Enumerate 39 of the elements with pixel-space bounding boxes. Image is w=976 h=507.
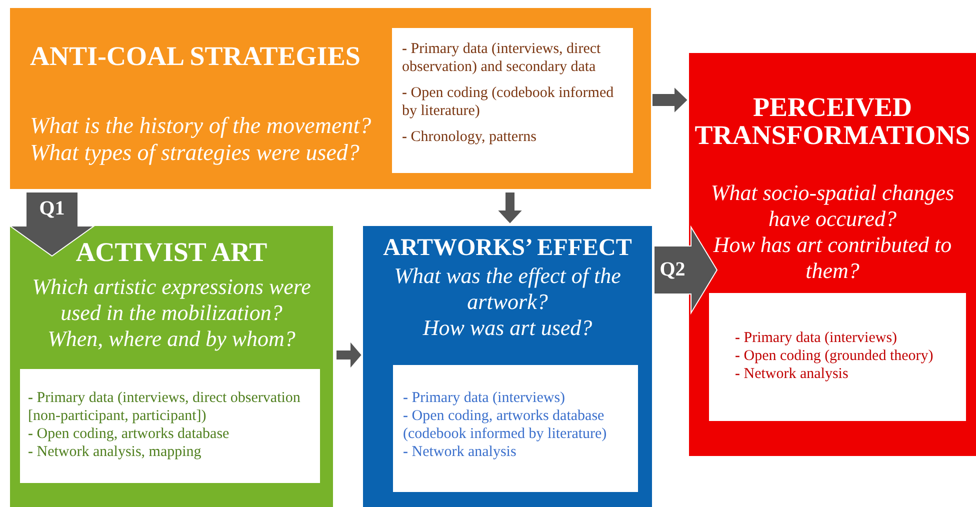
methods-box bbox=[393, 365, 638, 492]
edge-label: Q1 bbox=[39, 198, 65, 220]
method-item: - Open coding, artworks database (codebook informed by literature) bbox=[403, 407, 608, 443]
panel-title: ANTI-COAL STRATEGIES bbox=[30, 42, 360, 70]
research-question: How has art contributed to them? bbox=[712, 232, 953, 284]
block-arrow bbox=[496, 192, 524, 225]
method-item: - Primary data (interviews) bbox=[403, 389, 566, 407]
method-item: - Network analysis bbox=[403, 443, 518, 461]
method-item: - Primary data (interviews, direct observation) and secondary data bbox=[402, 40, 602, 76]
method-item: - Chronology, patterns bbox=[402, 128, 538, 146]
colored-panel bbox=[363, 226, 652, 507]
methods-box bbox=[392, 28, 633, 173]
panel-title: ACTIVIST ART bbox=[76, 238, 268, 266]
method-item: - Network analysis, mapping bbox=[28, 443, 202, 461]
colored-panel bbox=[10, 8, 651, 189]
method-item: - Network analysis bbox=[735, 365, 850, 383]
method-item: - Open coding (codebook informed by literature) bbox=[402, 84, 615, 120]
methods-box bbox=[20, 369, 320, 483]
panel-title: PERCEIVED TRANSFORMATIONS bbox=[694, 93, 972, 150]
panel-title: ARTWORKS’ EFFECT bbox=[383, 236, 632, 262]
methods-box bbox=[709, 293, 966, 421]
edge-label: Q2 bbox=[660, 258, 686, 282]
method-item: - Open coding (grounded theory) bbox=[735, 347, 934, 365]
block-arrow bbox=[652, 85, 689, 115]
method-item: - Open coding, artworks database bbox=[28, 425, 230, 443]
research-question: What was the effect of the artwork? bbox=[393, 263, 622, 316]
research-question: What is the history of the movement? bbox=[30, 112, 372, 140]
method-item: - Primary data (interviews) bbox=[735, 329, 898, 347]
block-arrow bbox=[336, 340, 363, 370]
research-question: When, where and by whom? bbox=[48, 326, 296, 352]
block-arrow bbox=[654, 225, 718, 315]
research-question: What socio-spatial changes have occured? bbox=[710, 180, 956, 232]
block-arrow bbox=[8, 192, 96, 257]
research-question: How was art used? bbox=[422, 315, 592, 342]
colored-panel bbox=[10, 226, 333, 507]
research-question: What types of strategies were used? bbox=[30, 139, 360, 167]
method-item: - Primary data (interviews, direct observation [non-participant, participant]) bbox=[28, 389, 302, 425]
research-question: Which artistic expressions were used in the mobilization? bbox=[31, 274, 312, 326]
colored-panel bbox=[689, 53, 976, 456]
